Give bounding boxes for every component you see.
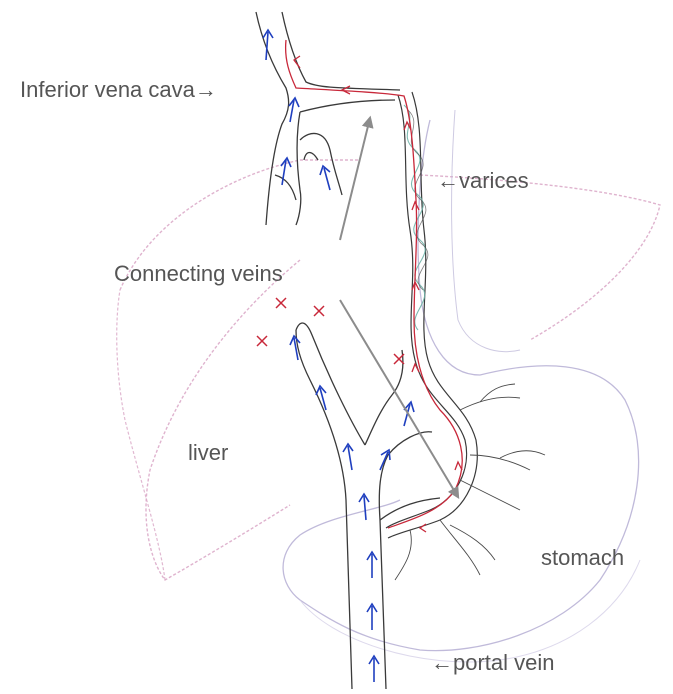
red-arrow-1: [420, 524, 426, 532]
x-mark-2: [314, 306, 324, 316]
stomach-outline: [283, 120, 639, 651]
blue-flow-arrows: [263, 30, 414, 682]
annotation-arrow-down: [340, 300, 458, 497]
inferior-vena-cava: [256, 12, 400, 225]
liver-outline: [120, 160, 660, 580]
collateral-vessel: [386, 92, 477, 538]
left-arrow-icon: ←: [431, 650, 453, 675]
label-text: portal vein: [453, 650, 555, 675]
label-inferior-vena-cava: Inferior vena cava→: [20, 79, 217, 101]
stomach-inner-curve: [452, 110, 520, 352]
left-arrow-icon: ←: [437, 168, 459, 193]
blue-arrow-pv-7: [316, 386, 326, 410]
label-stomach: stomach: [541, 547, 624, 569]
red-arrow-2: [455, 462, 462, 470]
blue-arrow-ivc-4: [320, 166, 330, 190]
blue-arrow-pv-2: [367, 604, 377, 630]
blue-arrow-ivc-2: [289, 98, 299, 122]
blue-arrow-pv-1: [369, 656, 379, 682]
x-mark-1: [276, 298, 286, 308]
x-mark-3: [257, 336, 267, 346]
red-flow-path: [286, 40, 463, 528]
gastric-branches: [395, 384, 545, 580]
right-arrow-icon: →: [195, 77, 217, 102]
label-text: Inferior vena cava: [20, 77, 195, 102]
label-liver: liver: [188, 442, 228, 464]
label-connecting-veins: Connecting veins: [114, 263, 283, 285]
annotation-arrow-up: [340, 118, 370, 240]
label-portal-vein: ←portal vein: [431, 652, 555, 674]
blue-arrow-ivc-1: [263, 30, 273, 60]
label-varices: ←varices: [437, 170, 529, 192]
blue-arrow-pv-4: [359, 494, 369, 520]
blocked-flow-marks: [257, 298, 404, 364]
label-text: Connecting veins: [114, 261, 283, 286]
red-arrow-7: [342, 86, 350, 94]
blue-arrow-pv-3: [367, 552, 377, 578]
liver-lower-edge: [117, 290, 165, 580]
blue-arrow-pv-5: [343, 444, 353, 470]
red-arrow-5: [412, 202, 419, 210]
label-text: stomach: [541, 545, 624, 570]
label-text: liver: [188, 440, 228, 465]
blue-arrow-pv-6: [380, 450, 390, 470]
label-text: varices: [459, 168, 529, 193]
portal-vein: [296, 323, 440, 689]
